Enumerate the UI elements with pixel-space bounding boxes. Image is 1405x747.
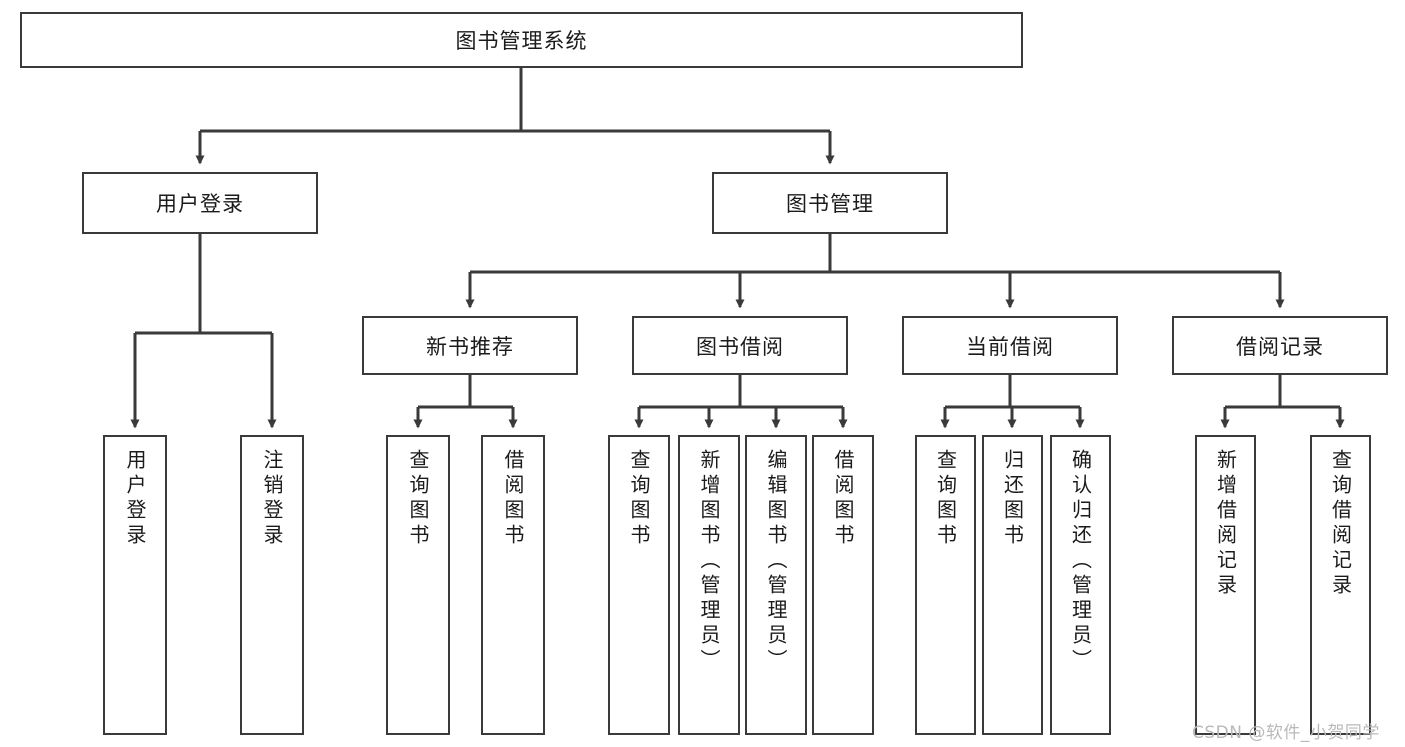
node-user-login[interactable]: 用户登录 — [82, 172, 318, 234]
node-leaf-confirm-return-admin[interactable]: 确认归还（管理员） — [1050, 435, 1111, 735]
node-leaf-query-book-3-label: 查询图书 — [933, 449, 958, 549]
node-leaf-borrow-book-1[interactable]: 借阅图书 — [481, 435, 545, 735]
node-book-manage[interactable]: 图书管理 — [712, 172, 948, 234]
node-leaf-add-borrow-record-label: 新增借阅记录 — [1213, 449, 1238, 599]
node-leaf-borrow-book-1-label: 借阅图书 — [501, 449, 525, 549]
node-root-label: 图书管理系统 — [455, 29, 588, 53]
node-leaf-query-book-2-label: 查询图书 — [627, 449, 651, 549]
node-leaf-add-borrow-record[interactable]: 新增借阅记录 — [1195, 435, 1256, 735]
node-book-manage-label: 图书管理 — [786, 192, 874, 216]
node-leaf-confirm-return-admin-label: 确认归还（管理员） — [1068, 449, 1093, 674]
node-leaf-query-book-2[interactable]: 查询图书 — [608, 435, 670, 735]
node-leaf-add-book-admin-label: 新增图书（管理员） — [697, 449, 721, 674]
node-leaf-borrow-book-2-label: 借阅图书 — [831, 449, 855, 549]
node-leaf-query-borrow-record[interactable]: 查询借阅记录 — [1310, 435, 1371, 735]
node-leaf-edit-book-admin-label: 编辑图书（管理员） — [764, 449, 788, 674]
node-leaf-logout[interactable]: 注销登录 — [240, 435, 304, 735]
node-leaf-query-book-1[interactable]: 查询图书 — [386, 435, 450, 735]
node-new-book-recommend-label: 新书推荐 — [426, 334, 514, 359]
node-current-borrow-label: 当前借阅 — [966, 334, 1054, 359]
node-user-login-label: 用户登录 — [156, 192, 244, 216]
node-leaf-borrow-book-2[interactable]: 借阅图书 — [812, 435, 874, 735]
node-leaf-query-book-1-label: 查询图书 — [406, 449, 430, 549]
node-leaf-edit-book-admin[interactable]: 编辑图书（管理员） — [745, 435, 807, 735]
node-leaf-query-borrow-record-label: 查询借阅记录 — [1328, 449, 1353, 599]
node-leaf-query-book-3[interactable]: 查询图书 — [915, 435, 976, 735]
node-leaf-user-login[interactable]: 用户登录 — [103, 435, 167, 735]
node-book-borrow-label: 图书借阅 — [696, 334, 784, 359]
node-leaf-add-book-admin[interactable]: 新增图书（管理员） — [678, 435, 740, 735]
csdn-watermark: CSDN @软件_小贺同学 — [1192, 723, 1380, 743]
node-borrow-record-label: 借阅记录 — [1236, 334, 1324, 359]
node-new-book-recommend[interactable]: 新书推荐 — [362, 316, 578, 375]
node-root[interactable]: 图书管理系统 — [20, 12, 1023, 68]
node-leaf-return-book[interactable]: 归还图书 — [982, 435, 1043, 735]
node-book-borrow[interactable]: 图书借阅 — [632, 316, 848, 375]
node-leaf-logout-label: 注销登录 — [260, 449, 284, 549]
node-leaf-user-login-label: 用户登录 — [123, 449, 147, 549]
node-borrow-record[interactable]: 借阅记录 — [1172, 316, 1388, 375]
node-current-borrow[interactable]: 当前借阅 — [902, 316, 1118, 375]
node-leaf-return-book-label: 归还图书 — [1000, 449, 1025, 549]
